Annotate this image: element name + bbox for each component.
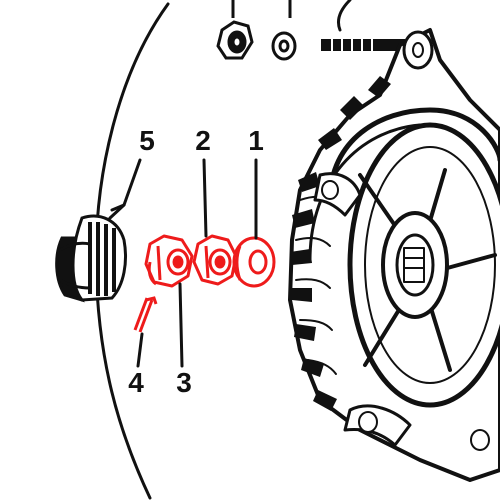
callout-1: 1 — [248, 125, 264, 156]
hub-cap-part-5 — [55, 214, 127, 303]
leader-lines — [108, 158, 258, 368]
leader-line-2 — [202, 158, 208, 238]
brake-drum — [288, 28, 500, 482]
washer-part-1 — [232, 236, 276, 288]
nut-part-3 — [144, 234, 194, 288]
threaded-stud — [321, 38, 405, 52]
callout-5: 5 — [139, 125, 155, 156]
top-washer — [271, 0, 297, 61]
pin-part-4 — [133, 296, 158, 333]
nut-part-2 — [192, 234, 238, 286]
callout-4: 4 — [128, 367, 144, 398]
leader-line-4 — [136, 332, 144, 368]
leader-line-3 — [178, 282, 184, 368]
callout-3: 3 — [176, 367, 192, 398]
cooling-fins — [290, 76, 391, 411]
callout-labels: 1 2 3 4 5 — [128, 125, 264, 398]
top-nut — [216, 0, 254, 60]
callout-2: 2 — [195, 125, 211, 156]
